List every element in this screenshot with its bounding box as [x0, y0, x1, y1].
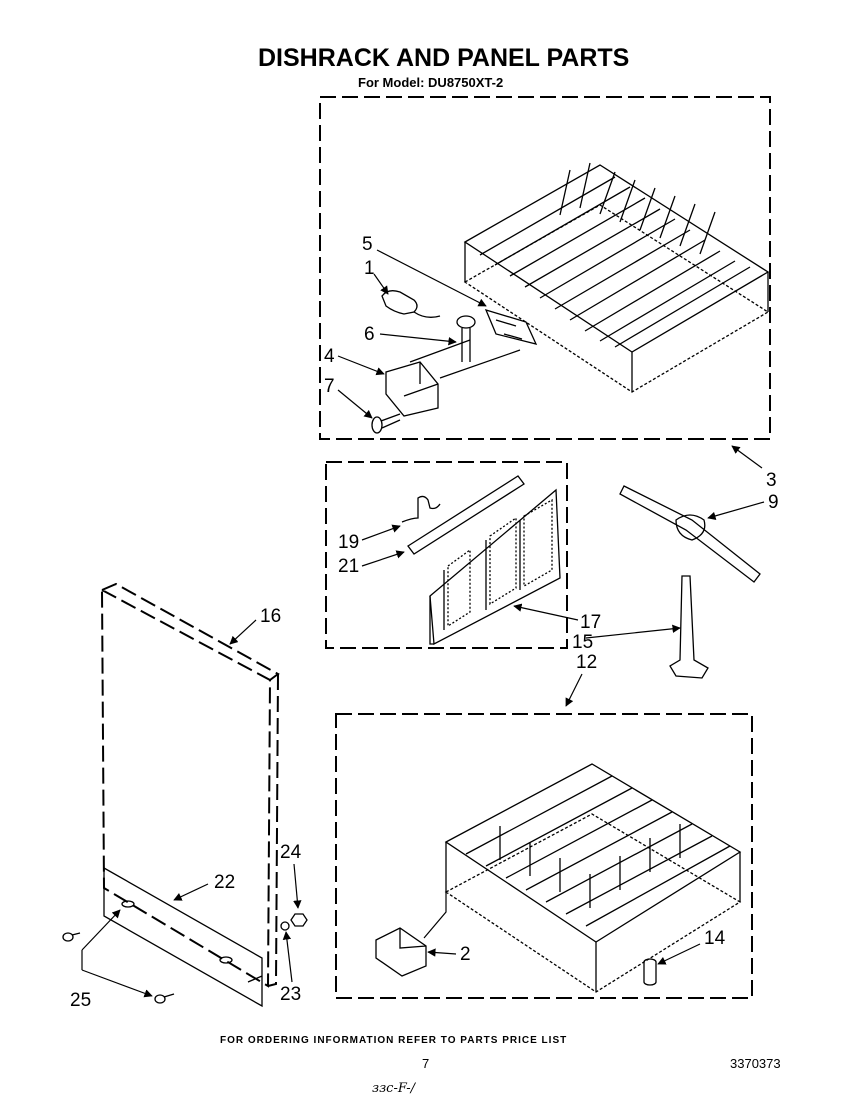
callout-7: 7	[324, 376, 335, 397]
part-4-block	[385, 361, 439, 417]
spray-arm-assembly	[619, 485, 761, 679]
upper-rack-group	[319, 96, 771, 440]
part-23-washer	[280, 921, 290, 931]
part-5-bracket	[484, 308, 538, 345]
ordering-note: FOR ORDERING INFORMATION REFER TO PARTS …	[220, 1035, 567, 1046]
part-9-spray-arm	[619, 485, 761, 583]
part-21-strip	[407, 475, 525, 555]
page-title: DISHRACK AND PANEL PARTS	[258, 44, 629, 72]
callout-25: 25	[70, 990, 91, 1011]
handwritten-note: ззс-F-/	[372, 1081, 417, 1095]
document-number: 3370373	[730, 1056, 781, 1071]
part-25-screw	[154, 993, 175, 1004]
callout-17: 17	[580, 612, 601, 633]
part-22-trim	[103, 866, 263, 1008]
callout-5: 5	[362, 234, 373, 255]
part-2-wheel-clip	[375, 927, 427, 977]
lower-rack-group	[335, 713, 753, 999]
part-25-screw	[62, 932, 81, 942]
callout-19: 19	[338, 532, 359, 553]
callout-14: 14	[704, 928, 726, 949]
part-19-clip	[401, 495, 441, 523]
leader-lines	[81, 249, 765, 998]
part-17-filter-panel	[429, 488, 561, 646]
callout-15: 15	[572, 632, 593, 653]
part-24-nut	[290, 913, 308, 927]
part-1-clip	[381, 290, 441, 318]
upper-dishrack	[463, 162, 770, 393]
part-7-screw	[371, 413, 401, 434]
page-number: 7	[422, 1056, 429, 1071]
door-panel	[62, 582, 308, 1008]
part-15-tube	[669, 575, 709, 679]
callout-12: 12	[576, 652, 597, 673]
callout-9: 9	[768, 492, 779, 513]
callout-23: 23	[280, 984, 301, 1005]
callout-16: 16	[260, 606, 281, 627]
callout-22: 22	[214, 872, 235, 893]
callout-1: 1	[364, 258, 375, 279]
part-6-bolt	[456, 315, 476, 362]
lower-dishrack	[444, 763, 742, 993]
callout-3: 3	[766, 470, 777, 491]
part-22-hole	[219, 956, 233, 964]
callout-2: 2	[460, 944, 471, 965]
callout-24: 24	[280, 842, 302, 863]
callouts: 5 1 6 4 7 3 9 19 21 17 15 12 16 24 22 2 …	[70, 234, 779, 1011]
part-16-panel	[100, 582, 280, 988]
callout-4: 4	[324, 346, 335, 367]
callout-6: 6	[364, 324, 375, 345]
model-subtitle: For Model: DU8750XT-2	[358, 75, 503, 90]
part-14-sleeve	[643, 958, 657, 986]
part-22-hole	[121, 900, 135, 908]
callout-21: 21	[338, 556, 359, 577]
panel-group	[325, 461, 568, 649]
